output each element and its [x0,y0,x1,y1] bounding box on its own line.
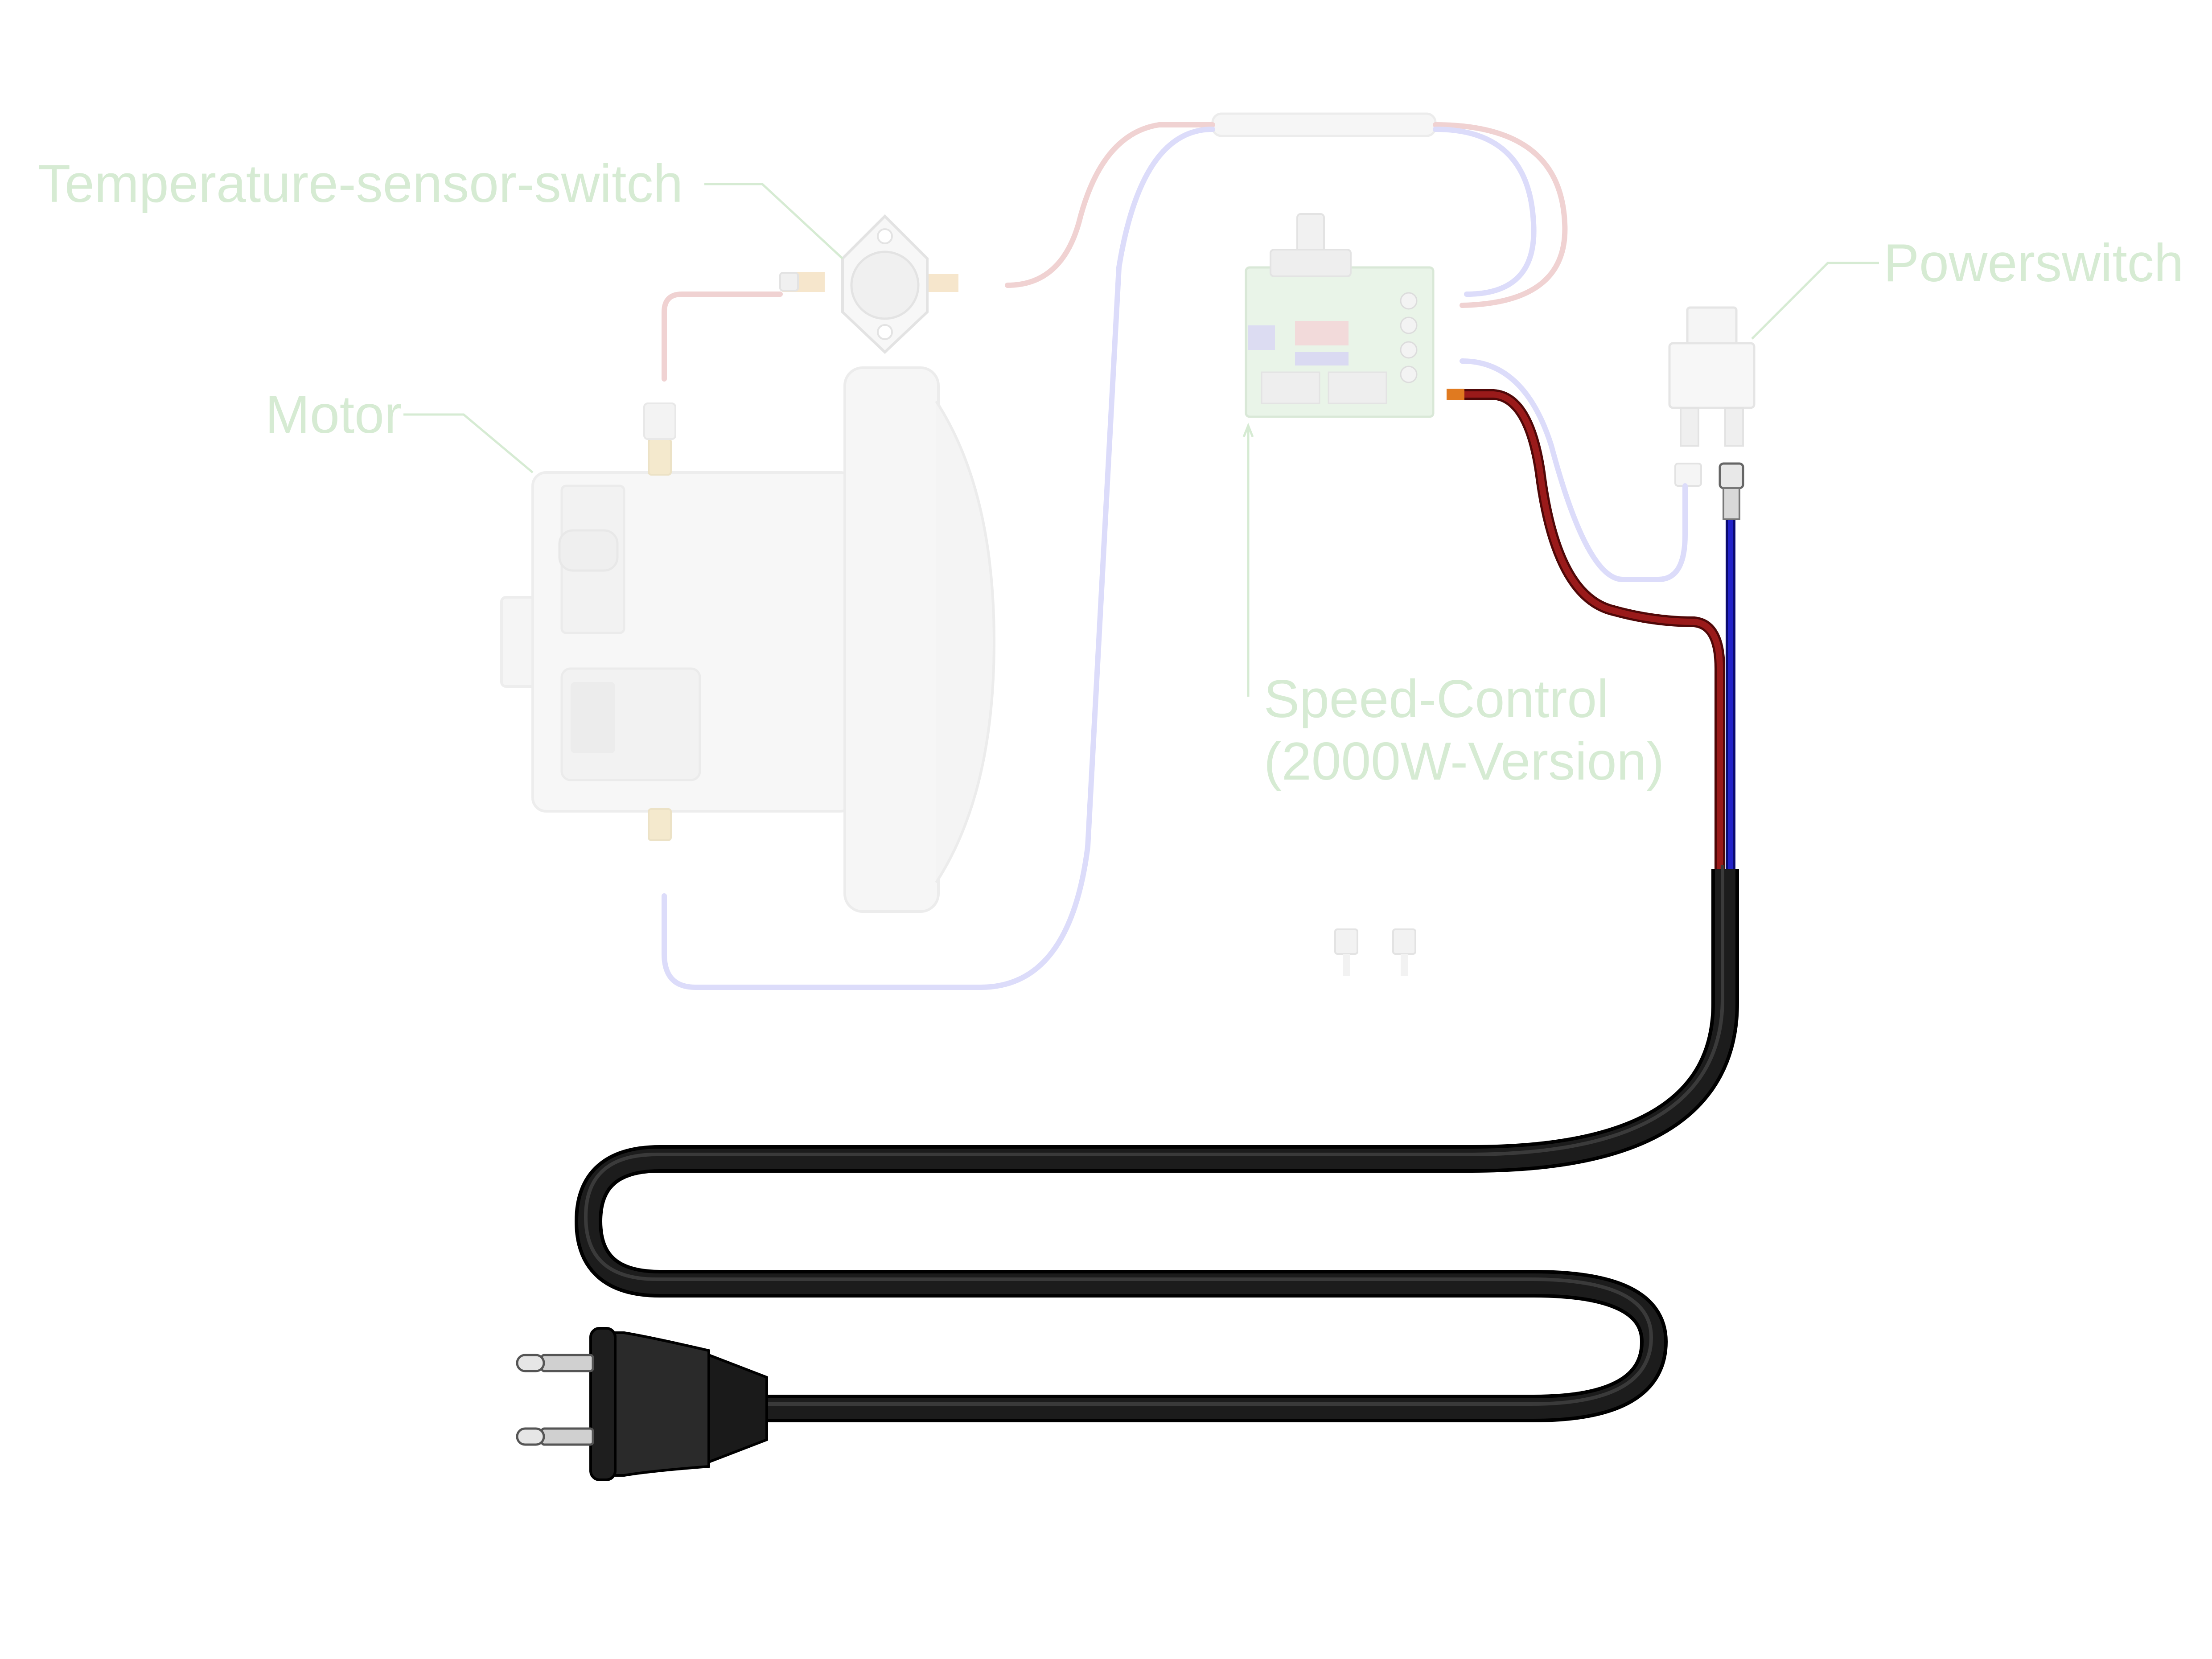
motor-label: Motor [265,385,402,444]
powerswitch-label: Powerswitch [1883,233,2184,293]
power-switch-icon [1668,306,1756,487]
neutral-wire [1719,462,1744,869]
thermostat-icon [779,214,958,354]
speed-control-label: Speed-Control [1264,669,1609,729]
speed-controller-board-icon [1245,213,1435,418]
temperature-switch-label: Temperature-sensor-switch [38,154,683,214]
speed-control-version-label: (2000W-Version) [1264,731,1665,791]
live-wire [1447,389,1725,875]
faded-wiring [662,112,1688,990]
connector-icon [1334,928,1416,976]
power-cable [574,865,1739,1422]
callout-lines [403,183,1879,697]
motor-icon [500,366,996,913]
plug-icon [516,1327,768,1481]
